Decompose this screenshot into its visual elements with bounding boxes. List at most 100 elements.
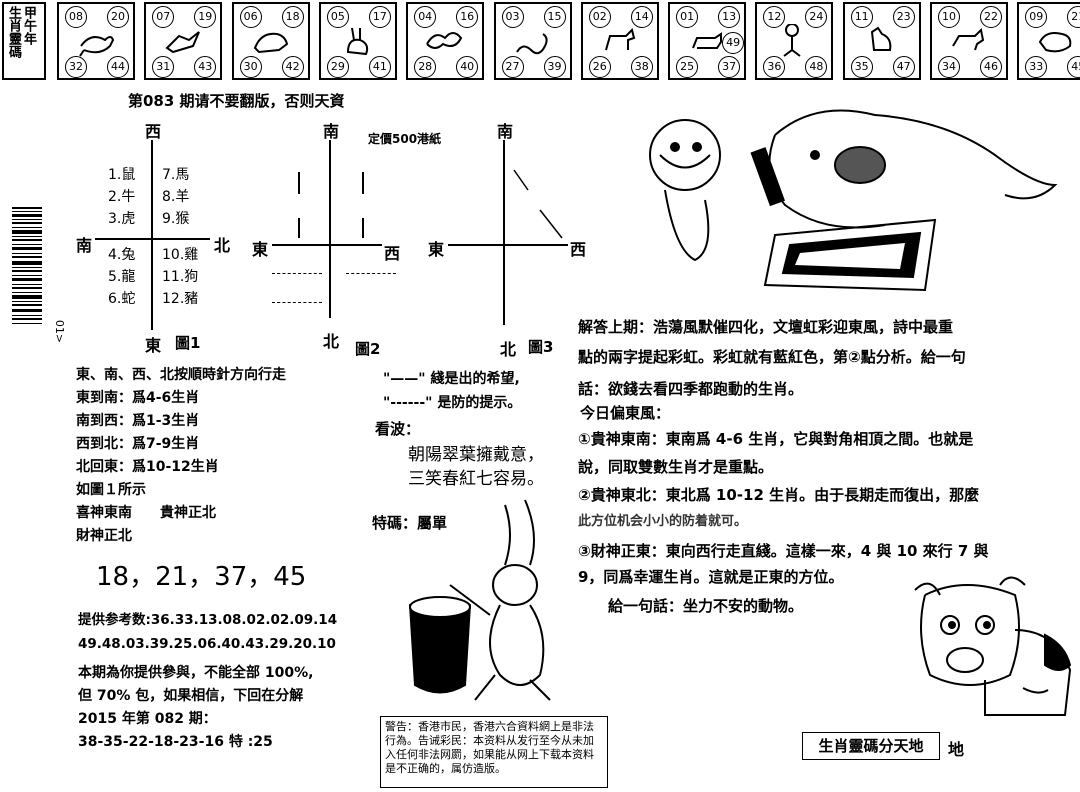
barcode <box>12 207 42 324</box>
zodiac-number: 34 <box>938 56 960 78</box>
diagram1-left-item: 1.鼠 <box>108 167 136 183</box>
diagram3-north: 北 <box>500 340 517 359</box>
pig-icon <box>1039 32 1072 53</box>
diagram2-east: 東 <box>252 240 269 259</box>
rule-line: 東到南：爲4-6生肖 <box>76 390 200 406</box>
zodiac-number: 03 <box>501 6 524 28</box>
diagram2-vline <box>329 140 331 318</box>
zodiac-number: 32 <box>65 56 87 78</box>
diagram3-south: 南 <box>497 122 514 141</box>
answer-line: 點的兩字提起彩虹。彩虹就有藍紅色，第②點分析。給一句 <box>578 348 966 366</box>
zodiac-number: 46 <box>980 56 1002 78</box>
tema: 特碼：屬單 <box>372 514 448 532</box>
zodiac-number: 06 <box>239 6 262 28</box>
diagram3-hline <box>448 244 568 246</box>
barcode-text: 01> <box>53 319 67 344</box>
diagram1-caption: 圖1 <box>175 334 201 352</box>
zodiac-number: 37 <box>718 56 741 78</box>
zodiac-number: 43 <box>194 56 217 78</box>
zodiac-cell: 07 19 31 43 <box>144 2 223 80</box>
reference-line2: 49.48.03.39.25.06.40.43.29.20.10 <box>78 636 336 652</box>
monkey-icon <box>783 24 801 57</box>
rule-line: 財神正北 <box>76 528 132 544</box>
kanbo-label: 看波： <box>375 420 421 438</box>
reference-line1: 提供参考数:36.33.13.08.02.02.09.14 <box>78 612 338 628</box>
zodiac-number: 07 <box>152 6 175 28</box>
cow-cartoon <box>914 576 1072 716</box>
tiger-icon <box>253 32 288 54</box>
diagram2-mark2 <box>298 218 300 238</box>
zodiac-number: 31 <box>152 56 175 78</box>
diagram1-left-item: 4.兔 <box>108 247 136 263</box>
zodiac-number: 19 <box>194 6 217 28</box>
diagram3-vline <box>503 140 505 325</box>
diagram2-hline <box>272 244 382 246</box>
zodiac-number: 25 <box>676 56 699 78</box>
monkey-dog-cartoon <box>649 109 1058 292</box>
diagram2-west: 西 <box>384 244 401 263</box>
zodiac-number: 18 <box>281 6 304 28</box>
rooster-icon <box>870 26 891 51</box>
diagram1-right-item: 7.馬 <box>162 167 190 183</box>
diagram2-north: 北 <box>323 332 340 351</box>
diagram1-hline <box>95 238 210 240</box>
zodiac-number: 47 <box>892 56 915 78</box>
legend-solid: "——" 綫是出的希望, <box>383 371 520 387</box>
zodiac-number: 14 <box>630 6 653 28</box>
zodiac-number: 01 <box>676 6 699 28</box>
price-label: 定價500港紙 <box>368 132 442 146</box>
kanbo-line2: 三笑春紅七容易。 <box>408 469 544 489</box>
zodiac-number: 49 <box>722 32 745 54</box>
answer-line: 話：欲錢去看四季都跑動的生肖。 <box>578 380 804 398</box>
answer-line: ③財神正東：東向西行走直綫。這樣一來，4 與 10 來行 7 與 <box>578 542 989 560</box>
diagram1-left-item: 5.龍 <box>108 269 136 285</box>
promise-line: 本期為你提供參與，不能全部 100%, <box>78 665 314 681</box>
answer-line: 說，同取雙數生肖才是重點。 <box>578 458 774 476</box>
diagram1-vline <box>151 140 153 330</box>
diagram1-east: 東 <box>145 336 162 355</box>
side-label: 生肖靈碼 甲午年 <box>2 2 46 80</box>
answer-line: 9，同爲幸運生肖。這就是正東的方位。 <box>578 568 844 586</box>
zodiac-number: 44 <box>107 56 129 78</box>
promise-line: 2015 年第 082 期： <box>78 711 217 727</box>
diagram1-north: 北 <box>214 236 231 255</box>
diagram3-diag <box>513 169 563 239</box>
rule-line: 東、南、西、北按順時針方向行走 <box>76 367 286 383</box>
diagram2-dash1 <box>272 273 322 274</box>
diagram1-right-item: 8.羊 <box>162 189 190 205</box>
side-label-col1: 生肖靈碼 <box>6 6 21 58</box>
zodiac-number: 05 <box>326 6 349 28</box>
answer-line: 解答上期：浩蕩風默催四化，文壇虹彩迎東風，詩中最重 <box>578 318 954 336</box>
zodiac-number: 17 <box>368 6 391 28</box>
zodiac-number: 09 <box>1025 6 1048 28</box>
diagram3-caption: 圖3 <box>528 338 554 356</box>
zodiac-number: 02 <box>588 6 611 28</box>
zodiac-number: 48 <box>805 56 828 78</box>
zodiac-cell: 09213345 <box>1017 2 1080 80</box>
big-numbers: 18，21，37，45 <box>96 562 307 592</box>
legend-dashed: "------" 是防的提示。 <box>383 395 522 411</box>
zodiac-number: 15 <box>543 6 566 28</box>
zodiac-number: 41 <box>368 56 391 78</box>
snake-icon <box>515 33 548 55</box>
diagram1-right-item: 10.雞 <box>162 247 199 263</box>
kanbo-line1: 朝陽翠葉擁戴意， <box>408 445 544 465</box>
diagram3-west: 西 <box>570 240 587 259</box>
diagram2-south: 南 <box>323 122 340 141</box>
zodiac-number: 10 <box>938 6 960 28</box>
horse-icon <box>604 28 635 51</box>
zodiac-number: 28 <box>414 56 437 78</box>
diagram2-mark3 <box>362 172 364 194</box>
diagram1-left-item: 3.虎 <box>108 211 136 227</box>
diagram1-right-item: 12.豬 <box>162 291 199 307</box>
answer-line: ②貴神東北：東北爲 10-12 生肖。由于長期走而復出，那麼 <box>578 486 980 504</box>
zodiac-number: 12 <box>763 6 786 28</box>
